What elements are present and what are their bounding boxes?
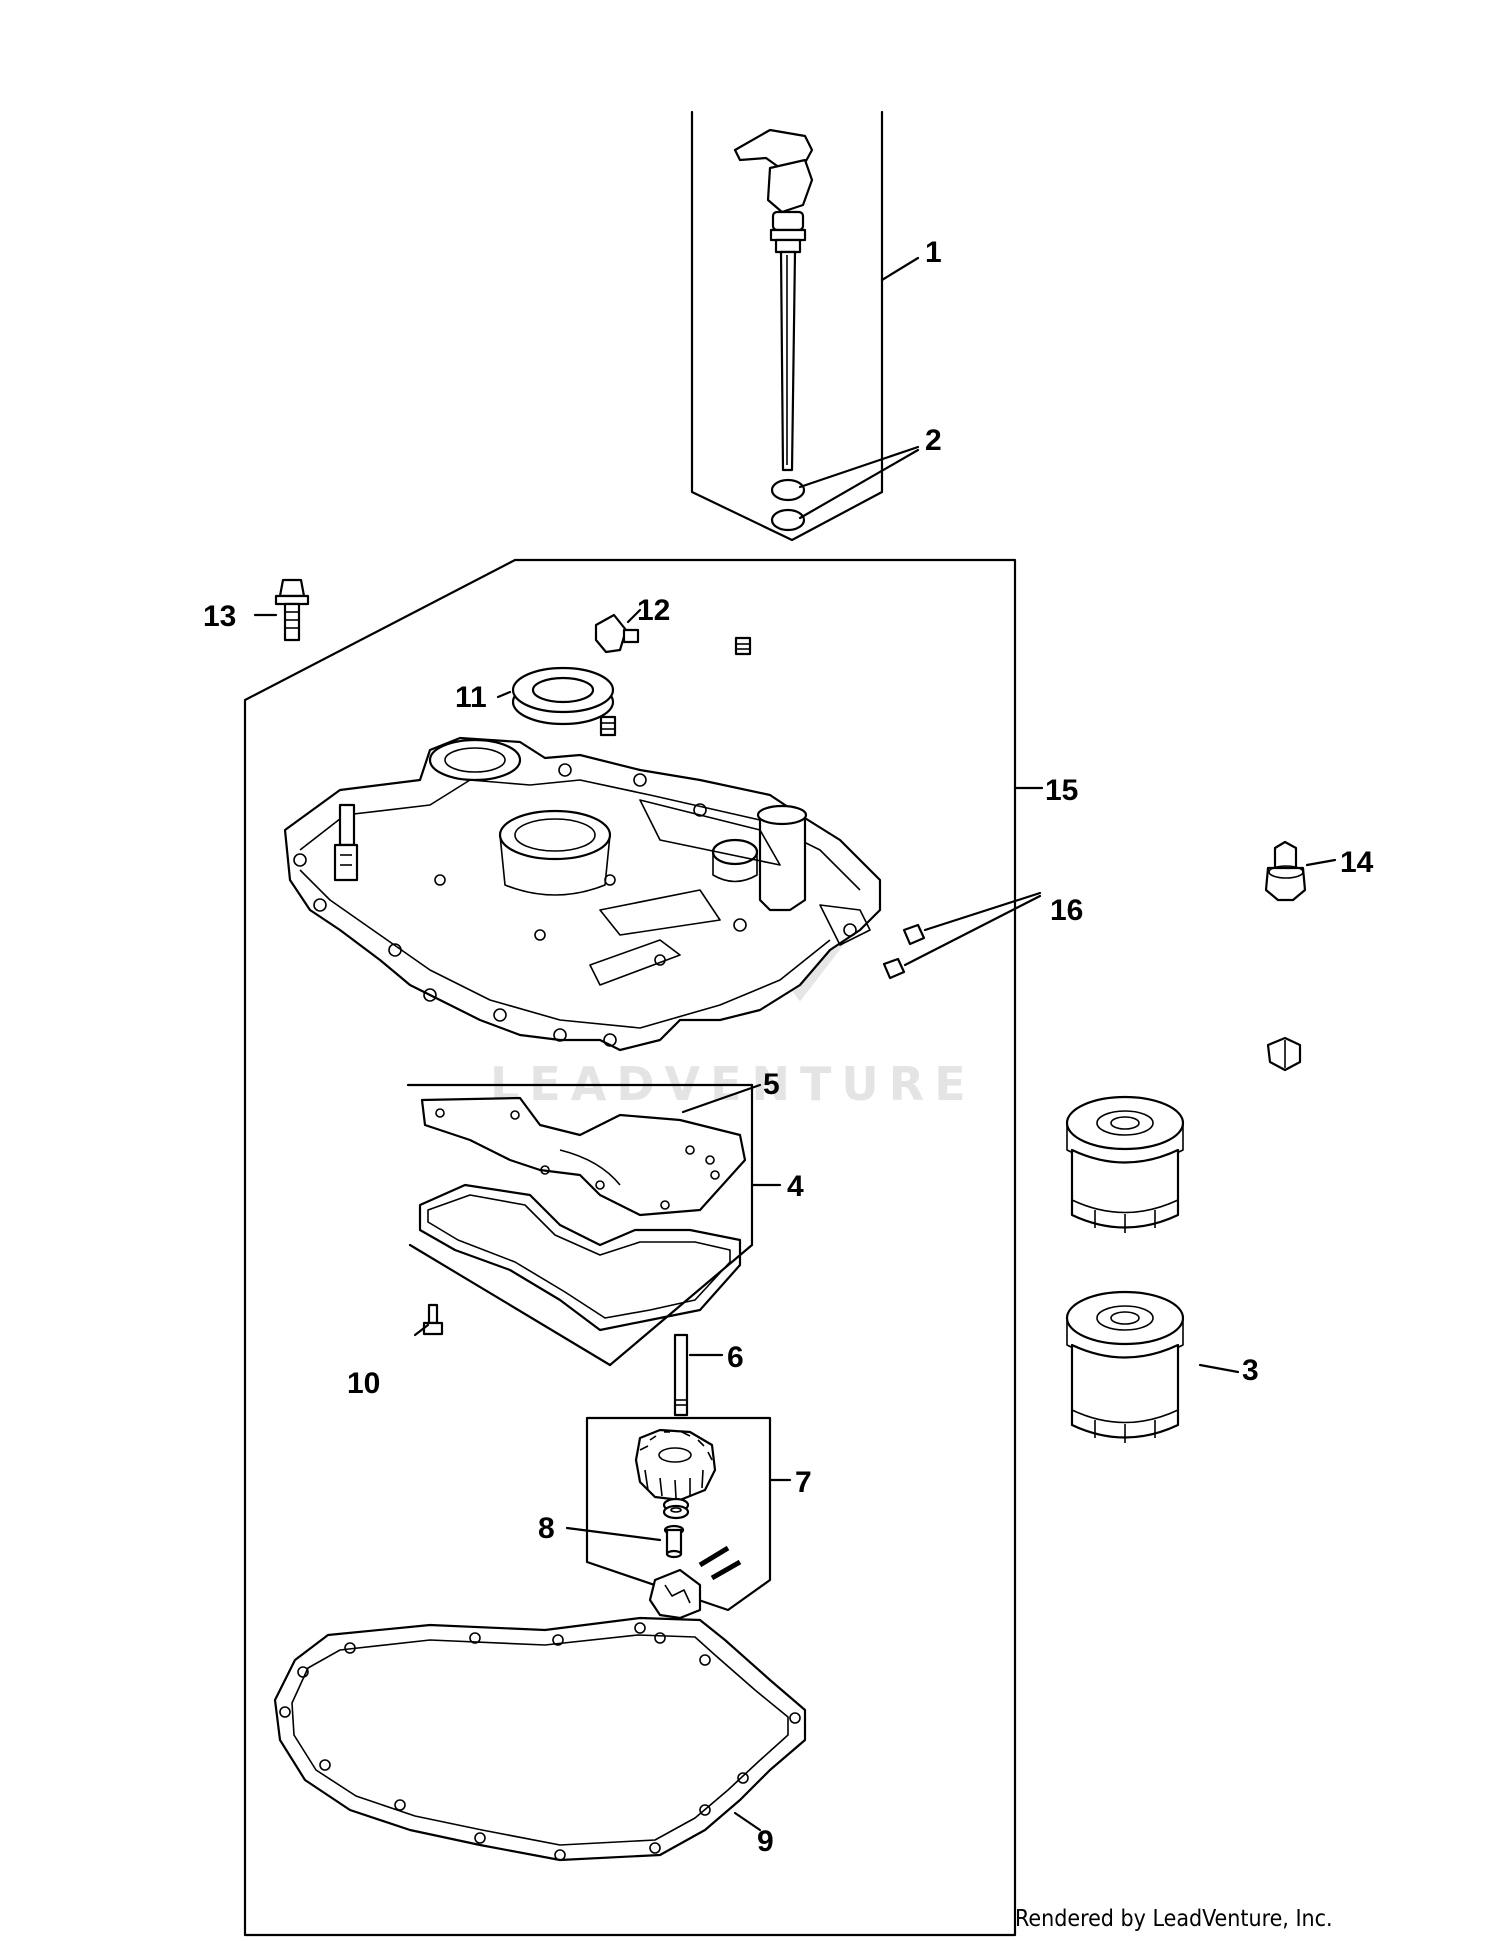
callout-13: 13 — [203, 600, 236, 633]
callout-5: 5 — [763, 1068, 780, 1101]
callout-12: 12 — [637, 594, 670, 627]
oil-pump-frame — [585, 1416, 772, 1612]
bolt-13 — [274, 578, 310, 642]
callout-2: 2 — [925, 424, 942, 457]
pipe-plug-mid — [599, 715, 617, 737]
pump-washer — [662, 1497, 690, 1520]
gasket-bottom — [418, 1183, 742, 1332]
render-credit: Rendered by LeadVenture, Inc. — [1015, 1906, 1333, 1932]
roll-pins — [698, 1545, 742, 1581]
gasket-kit-frame — [406, 1083, 754, 1367]
leader-lines — [253, 256, 1337, 1832]
elbow-fitting — [594, 613, 640, 654]
callout-14: 14 — [1340, 846, 1374, 879]
stud-10 — [422, 1303, 444, 1336]
callout-7: 7 — [795, 1466, 812, 1499]
dipstick — [733, 128, 814, 472]
callout-6: 6 — [727, 1341, 744, 1374]
callout-1: 1 — [925, 236, 942, 269]
callout-10: 10 — [347, 1367, 380, 1400]
plug-fitting — [1266, 1036, 1302, 1072]
stud-6 — [673, 1333, 689, 1417]
closure-plate — [283, 736, 882, 1052]
pump-rotor-housing — [648, 1568, 702, 1620]
dipstick-group-frame — [690, 110, 884, 542]
callout-3: 3 — [1242, 1354, 1259, 1387]
gasket-top — [420, 1096, 747, 1217]
pump-pin — [663, 1524, 685, 1559]
pipe-plugs-16 — [882, 923, 926, 980]
oil-filter-upper — [1065, 1095, 1185, 1233]
callout-11: 11 — [455, 681, 487, 714]
oil-pressure-sender — [1264, 840, 1307, 902]
callout-4: 4 — [787, 1170, 804, 1203]
o-rings — [770, 478, 806, 532]
callout-16: 16 — [1050, 894, 1083, 927]
oil-filter-lower — [1065, 1290, 1185, 1443]
oil-seal — [511, 666, 615, 726]
callout-8: 8 — [538, 1512, 555, 1545]
callout-9: 9 — [757, 1825, 774, 1858]
pipe-plug-top — [734, 636, 752, 656]
pump-gear — [634, 1428, 717, 1502]
callout-15: 15 — [1045, 774, 1078, 807]
cover-group-frame — [243, 558, 1017, 1937]
callout-labels: 1 2 3 4 5 6 7 8 9 10 11 12 13 14 15 16 — [203, 236, 1374, 1858]
crankcase-gasket — [273, 1616, 807, 1862]
